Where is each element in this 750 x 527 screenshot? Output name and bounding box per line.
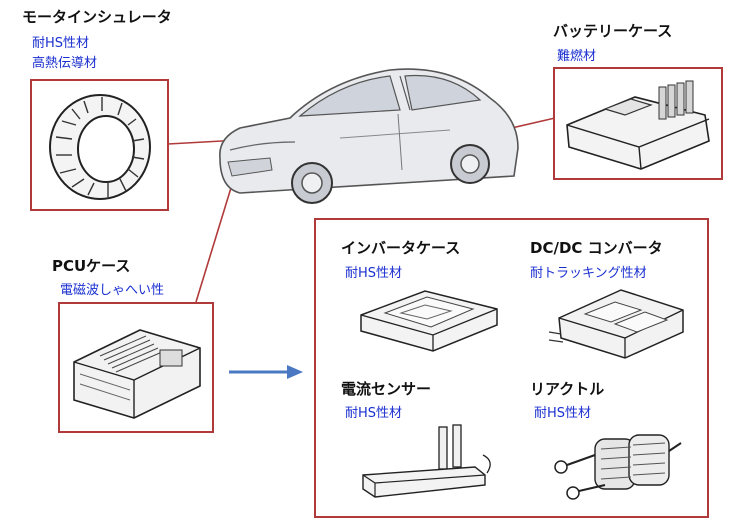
pcu-case-title: PCUケース xyxy=(52,257,131,275)
inverter-case-prop-1: 耐HS性材 xyxy=(345,266,403,281)
motor-insulator-frame xyxy=(30,79,169,211)
pcu-case-prop-1: 電磁波しゃへい性 xyxy=(60,283,165,298)
inverter-case-title: インバータケース xyxy=(341,239,461,257)
pcu-case-frame xyxy=(58,302,214,433)
reactor-title: リアクトル xyxy=(530,380,605,398)
current-sensor-title: 電流センサー xyxy=(341,380,432,398)
pcu-case-illustration xyxy=(73,329,201,419)
reactor-prop-1: 耐HS性材 xyxy=(534,406,592,421)
current-sensor-prop-1: 耐HS性材 xyxy=(345,406,403,421)
dcdc-converter-title: DC/DC コンバータ xyxy=(530,239,663,257)
battery-case-prop-1: 難燃材 xyxy=(557,49,597,64)
dcdc-converter-prop-1: 耐トラッキング性材 xyxy=(530,266,647,281)
battery-case-illustration xyxy=(566,80,710,170)
motor-insulator-prop-2: 高熱伝導材 xyxy=(32,56,98,71)
arrow-icon xyxy=(229,365,303,379)
motor-insulator-prop-1: 耐HS性材 xyxy=(32,36,90,51)
battery-case-title: バッテリーケース xyxy=(553,22,673,40)
dcdc-converter-illustration xyxy=(548,289,684,359)
current-sensor-illustration xyxy=(362,424,491,498)
reactor-illustration xyxy=(554,434,682,500)
inverter-case-illustration xyxy=(360,290,498,352)
car-illustration xyxy=(219,68,519,204)
motor-insulator-title: モータインシュレータ xyxy=(22,8,172,26)
battery-case-frame xyxy=(553,67,723,180)
motor-insulator-illustration xyxy=(49,94,151,200)
